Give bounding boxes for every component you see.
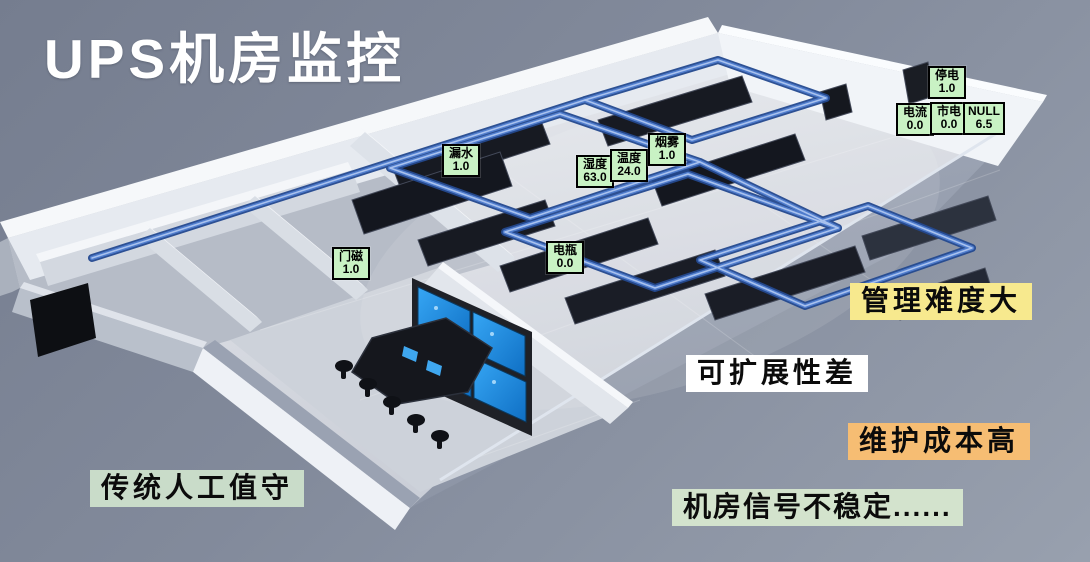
sensor-label: 漏水	[448, 146, 473, 160]
sensor-value: 1.0	[342, 262, 360, 277]
sensor-value: 24.0	[617, 164, 641, 179]
sensor-value: 63.0	[583, 170, 607, 185]
page-title: UPS机房监控	[44, 28, 406, 90]
sensor-label: 湿度	[582, 157, 607, 171]
control-room-wall-rim	[203, 340, 420, 508]
west-tip-wall	[0, 238, 20, 296]
sensor-badge-door-magnet[interactable]: 门磁 1.0	[332, 247, 370, 280]
sensor-badge-mains-power[interactable]: 市电 0.0	[930, 102, 968, 135]
sensor-badge-null[interactable]: NULL 6.5	[963, 102, 1005, 135]
sensor-label: 温度	[616, 151, 641, 165]
control-room	[335, 262, 633, 449]
control-room-outer-wall	[188, 348, 410, 530]
sensor-label: 市电	[936, 104, 961, 118]
sensor-badge-leak-water[interactable]: 漏水 1.0	[442, 144, 480, 177]
sensor-value: 0.0	[906, 118, 924, 133]
sensor-value: 0.0	[940, 117, 958, 132]
annotation-unstable-signal: 机房信号不稳定......	[672, 489, 963, 526]
sensor-badge-power-outage[interactable]: 停电 1.0	[928, 66, 966, 99]
office-chairs	[335, 360, 449, 449]
annotation-poor-scalability: 可扩展性差	[686, 355, 869, 392]
sensor-badge-humidity[interactable]: 湿度 63.0	[576, 155, 614, 188]
annotation-high-maintenance-cost: 维护成本高	[848, 423, 1031, 460]
sensor-label: 电瓶	[552, 243, 577, 257]
annotation-management-difficulty: 管理难度大	[850, 283, 1033, 320]
doorway	[30, 283, 96, 357]
sensor-value: 1.0	[658, 148, 676, 163]
cable-trays	[88, 56, 976, 310]
sensor-badge-battery[interactable]: 电瓶 0.0	[546, 241, 584, 274]
northwest-wall-rim	[0, 17, 718, 238]
sensor-label: NULL	[968, 104, 1000, 118]
sensor-badge-temperature[interactable]: 温度 24.0	[610, 149, 648, 182]
sensor-label: 电流	[902, 105, 927, 119]
sensor-value: 6.5	[975, 117, 993, 132]
desk-monitors	[402, 346, 442, 376]
sensor-value: 0.0	[556, 256, 574, 271]
sensor-badge-current[interactable]: 电流 0.0	[896, 103, 934, 136]
sensor-value: 1.0	[452, 159, 470, 174]
annotation-traditional-manual-duty: 传统人工值守	[90, 470, 305, 507]
sensor-value: 1.0	[938, 81, 956, 96]
sensor-label: 烟雾	[654, 135, 679, 149]
sensor-label: 门磁	[338, 249, 363, 263]
sensor-badge-smoke[interactable]: 烟雾 1.0	[648, 133, 686, 166]
operator-desk	[351, 317, 493, 405]
sensor-label: 停电	[934, 68, 959, 82]
